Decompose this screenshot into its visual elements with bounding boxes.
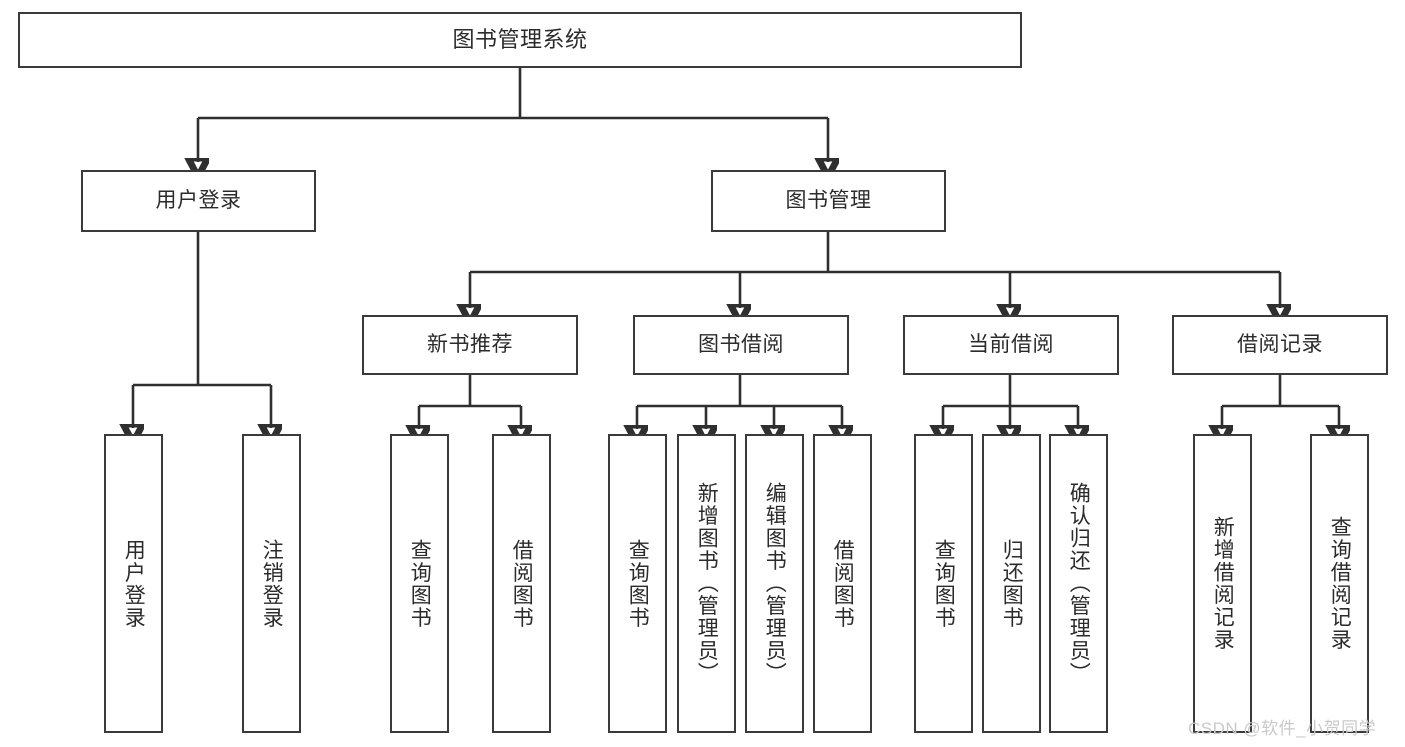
node-new-book-recommend[interactable]: 新书推荐 [362, 315, 578, 375]
node-label: 当前借阅 [968, 332, 1054, 356]
node-user-login[interactable]: 用户登录 [81, 170, 316, 232]
node-label: 借阅记录 [1237, 332, 1323, 356]
node-label: 查询图书 [626, 538, 650, 629]
leaf-current-borrow-confirm-return[interactable]: 确认归还（管理员） [1049, 434, 1108, 733]
node-label: 新增图书（管理员） [695, 482, 719, 685]
node-label: 查询图书 [408, 538, 432, 629]
node-borrow-record[interactable]: 借阅记录 [1172, 315, 1388, 375]
leaf-new-book-query[interactable]: 查询图书 [390, 434, 449, 733]
leaf-current-borrow-query[interactable]: 查询图书 [914, 434, 973, 733]
node-label: 注销登录 [260, 538, 284, 629]
node-label: 编辑图书（管理员） [763, 482, 787, 685]
node-label: 查询图书 [932, 538, 956, 629]
node-label: 用户登录 [122, 538, 146, 629]
leaf-book-borrow-query[interactable]: 查询图书 [608, 434, 667, 733]
node-label: 图书借阅 [698, 332, 784, 356]
csdn-watermark: CSDN @软件_小贺同学 [1188, 719, 1377, 738]
node-label: 归还图书 [1000, 538, 1024, 629]
node-label: 新书推荐 [427, 332, 513, 356]
leaf-book-borrow-add[interactable]: 新增图书（管理员） [677, 434, 736, 733]
node-label: 图书管理 [785, 188, 872, 212]
leaf-borrow-record-add[interactable]: 新增借阅记录 [1193, 434, 1252, 733]
node-label: 确认归还（管理员） [1067, 482, 1091, 685]
node-current-borrow[interactable]: 当前借阅 [903, 315, 1119, 375]
leaf-current-borrow-return[interactable]: 归还图书 [982, 434, 1041, 733]
node-root-system[interactable]: 图书管理系统 [18, 12, 1022, 68]
node-label: 用户登录 [155, 188, 242, 212]
leaf-borrow-record-query[interactable]: 查询借阅记录 [1310, 434, 1369, 733]
leaf-book-borrow-borrow[interactable]: 借阅图书 [813, 434, 872, 733]
leaf-user-login-logout[interactable]: 注销登录 [242, 434, 301, 733]
node-label: 图书管理系统 [452, 27, 588, 53]
leaf-book-borrow-edit[interactable]: 编辑图书（管理员） [745, 434, 804, 733]
leaf-new-book-borrow[interactable]: 借阅图书 [492, 434, 551, 733]
node-book-management[interactable]: 图书管理 [711, 170, 946, 232]
node-label: 查询借阅记录 [1328, 516, 1352, 651]
node-label: 借阅图书 [510, 538, 534, 629]
node-book-borrow[interactable]: 图书借阅 [633, 315, 849, 375]
leaf-user-login-login[interactable]: 用户登录 [104, 434, 163, 733]
node-label: 新增借阅记录 [1211, 516, 1235, 651]
node-label: 借阅图书 [831, 538, 855, 629]
